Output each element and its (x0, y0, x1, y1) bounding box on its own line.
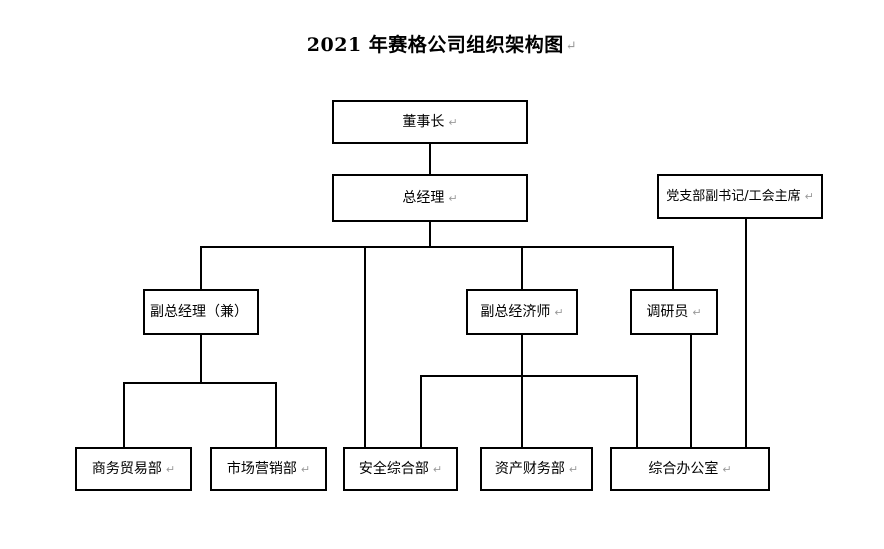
paragraph-mark-icon: ↵ (804, 190, 814, 203)
paragraph-mark-icon: ↵ (165, 462, 176, 476)
node-party-branch-deputy-secretary-union-chair[interactable]: 党支部副书记/工会主席↵ (657, 174, 823, 219)
edge-chairman-to-general-manager (429, 144, 431, 175)
node-label: 调研员 (646, 304, 689, 320)
paragraph-mark-icon: ↵ (692, 305, 702, 319)
node-label: 副总经理（兼） (150, 304, 248, 320)
node-label: 董事长 (402, 114, 445, 130)
edge-bus-to-safety-general-dept-secondary (420, 375, 422, 448)
edge-researcher-to-general-office (690, 335, 692, 448)
paragraph-mark-icon: ↵ (448, 115, 458, 129)
node-deputy-general-manager[interactable]: 副总经理（兼） (143, 289, 259, 335)
node-label: 市场营销部 (226, 461, 297, 477)
node-label: 党支部副书记/工会主席 (666, 189, 801, 204)
edge-bus-to-deputy-general-manager (200, 246, 202, 289)
node-label: 资产财务部 (494, 461, 565, 477)
node-safety-general-dept[interactable]: 安全综合部↵ (343, 447, 458, 491)
paragraph-mark-icon: ↵ (432, 462, 443, 476)
edge-deputy-chief-economist-stem (521, 335, 523, 377)
paragraph-mark-icon: ↵ (448, 191, 458, 205)
node-general-manager[interactable]: 总经理↵ (332, 174, 528, 222)
edge-deputy-chief-economist-bus (420, 375, 638, 377)
edge-bus-to-asset-finance-dept (521, 375, 523, 448)
edge-bus-to-general-office (636, 375, 638, 448)
edge-party-branch-to-general-office (745, 219, 747, 448)
edge-bus-to-deputy-chief-economist (521, 246, 523, 289)
node-general-office[interactable]: 综合办公室↵ (610, 447, 770, 491)
node-asset-finance-dept[interactable]: 资产财务部↵ (480, 447, 593, 491)
node-label: 综合办公室 (648, 461, 719, 477)
node-deputy-chief-economist[interactable]: 副总经济师↵ (466, 289, 578, 335)
node-researcher[interactable]: 调研员↵ (630, 289, 718, 335)
node-chairman[interactable]: 董事长↵ (332, 100, 528, 144)
page-title-text: 2021 年赛格公司组织架构图 (306, 34, 564, 56)
node-label: 总经理 (402, 190, 445, 206)
edge-level3-bus (200, 246, 674, 248)
paragraph-mark-icon: ↵ (300, 462, 311, 476)
node-label: 副总经济师 (480, 304, 551, 320)
paragraph-mark-icon: ↵ (554, 305, 564, 319)
edge-bus-to-researcher (672, 246, 674, 289)
paragraph-mark-icon: ↵ (568, 462, 579, 476)
edge-deputy-general-manager-bus (123, 382, 277, 384)
node-marketing-dept[interactable]: 市场营销部↵ (210, 447, 327, 491)
edge-bus-to-safety-general-dept (364, 246, 366, 448)
node-business-trade-dept[interactable]: 商务贸易部↵ (75, 447, 192, 491)
edge-deputy-general-manager-stem (200, 335, 202, 384)
node-label: 安全综合部 (358, 461, 429, 477)
edge-bus-to-business-trade-dept (123, 382, 125, 448)
node-label: 商务贸易部 (91, 461, 162, 477)
paragraph-mark-icon: ↵ (565, 39, 578, 54)
edge-bus-to-marketing-dept (275, 382, 277, 448)
edge-general-manager-stem (429, 222, 431, 248)
page-title: 2021 年赛格公司组织架构图↵ (0, 30, 884, 57)
paragraph-mark-icon: ↵ (722, 462, 732, 476)
